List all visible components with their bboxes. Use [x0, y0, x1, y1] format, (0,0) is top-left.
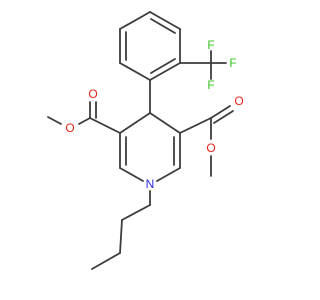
bonds [47, 11, 234, 270]
bond-aryl-6-inner [150, 58, 176, 74]
bond-ester-left-ether [78, 117, 91, 125]
bond-c4-c3 [119, 112, 151, 134]
atom-n1: N [146, 177, 155, 191]
atom-f-top: F [207, 38, 214, 52]
atom-f-bottom: F [207, 78, 214, 92]
atom-o-left-ether: O [65, 121, 74, 135]
molecule-structure: N O O O O F F F [47, 11, 244, 270]
bond-ester-right-carbonyl-double [213, 110, 234, 124]
bond-ester-right-carbonyl [210, 105, 231, 119]
atom-o-right-carbonyl: O [234, 94, 243, 108]
atom-labels: N O O O O F F F [65, 38, 243, 191]
bond-butyl-1-2 [121, 204, 151, 221]
bond-c5-c4 [149, 112, 181, 134]
bond-butyl-3-4 [91, 252, 121, 270]
bond-aryl-6 [149, 62, 181, 81]
bond-ester-left-methyl [47, 116, 62, 125]
atom-f-right: F [229, 56, 236, 70]
bond-c3-ester-left [89, 117, 121, 134]
bond-aryl-3 [119, 11, 151, 30]
bond-aryl-1 [119, 62, 151, 81]
bond-c2-n1 [119, 167, 144, 182]
bond-n1-c6 [156, 167, 181, 182]
atom-o-left-carbonyl: O [88, 87, 97, 101]
bond-aryl-4 [149, 11, 181, 30]
atom-o-right-ether: O [206, 141, 215, 155]
bond-butyl-2-3 [119, 219, 123, 254]
bond-c5-ester-right [179, 117, 212, 134]
bond-aryl-4-inner [150, 18, 176, 34]
